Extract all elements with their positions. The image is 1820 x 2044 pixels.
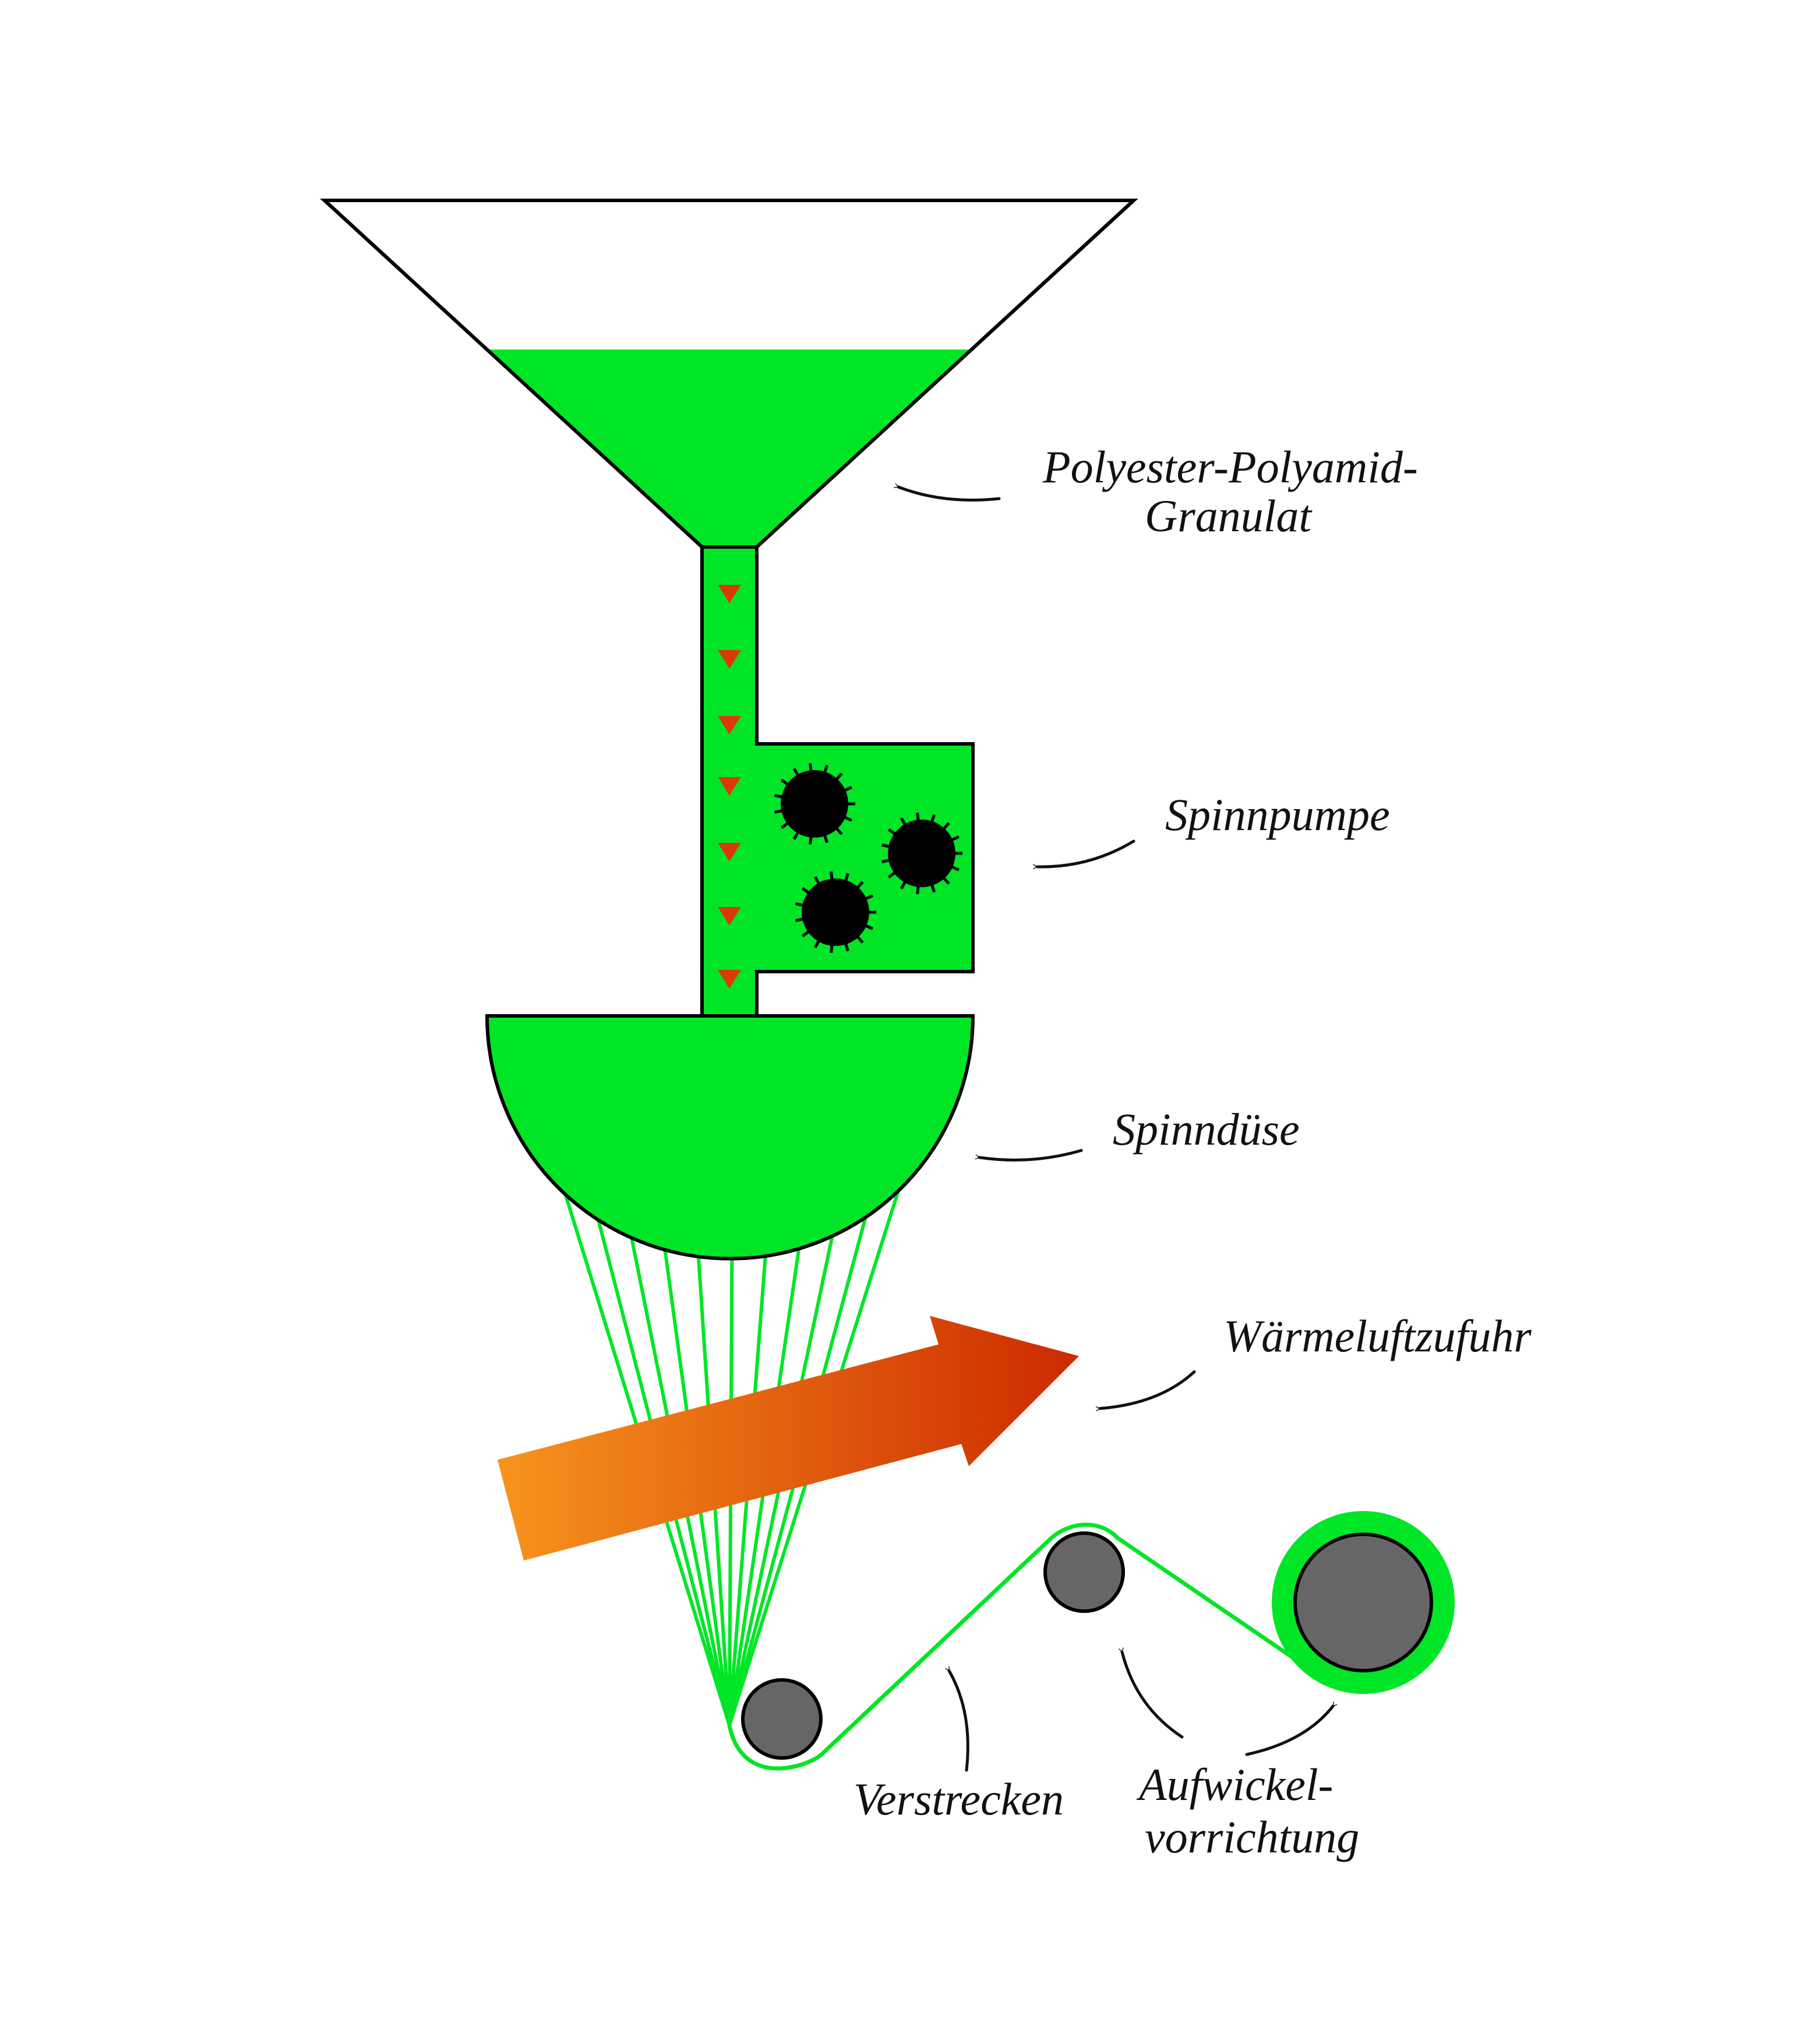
pointer-winder-spool (1245, 1701, 1338, 1756)
flow-markers (718, 585, 741, 989)
pointer-winder-roller (1119, 1647, 1184, 1739)
pointer-stretch (945, 1666, 969, 1772)
pump-gears (774, 763, 962, 953)
flow-direction-marker (718, 716, 741, 735)
flow-direction-marker (718, 907, 741, 926)
granulate-fill (487, 350, 969, 547)
gear-icon (795, 871, 876, 953)
spinneret-nozzle (485, 1014, 975, 1261)
gear-icon (774, 763, 855, 845)
pointer-nozzle (975, 1149, 1083, 1162)
pointer-air (1095, 1370, 1196, 1411)
label-air: Wärmeluftzufuhr (1223, 1311, 1532, 1361)
stretch-roller-1 (741, 1678, 823, 1760)
label-stretch: Verstrecken (853, 1774, 1064, 1824)
label-nozzle: Spinndüse (1113, 1104, 1300, 1155)
flow-direction-marker (718, 650, 741, 669)
label-pump: Spinnpumpe (1165, 789, 1390, 840)
flow-direction-marker (718, 585, 741, 603)
flow-direction-marker (718, 843, 741, 862)
label-winder-2: vorrichtung (1145, 1812, 1359, 1862)
flow-direction-marker (718, 777, 741, 796)
label-granulate-2: Granulat (1145, 490, 1313, 541)
stretch-roller-2 (1043, 1531, 1125, 1613)
flow-direction-marker (718, 970, 741, 989)
thread-path (727, 1523, 1306, 1771)
gear-icon (881, 813, 962, 894)
pointer-pump (1032, 839, 1135, 870)
label-granulate-1: Polyester-Polyamid- (1042, 442, 1418, 492)
label-winder-1: Aufwickel- (1136, 1759, 1334, 1810)
winder-spool (1293, 1533, 1433, 1672)
heated-air-arrow (498, 1316, 1079, 1561)
pointer-granulate (894, 483, 1001, 502)
